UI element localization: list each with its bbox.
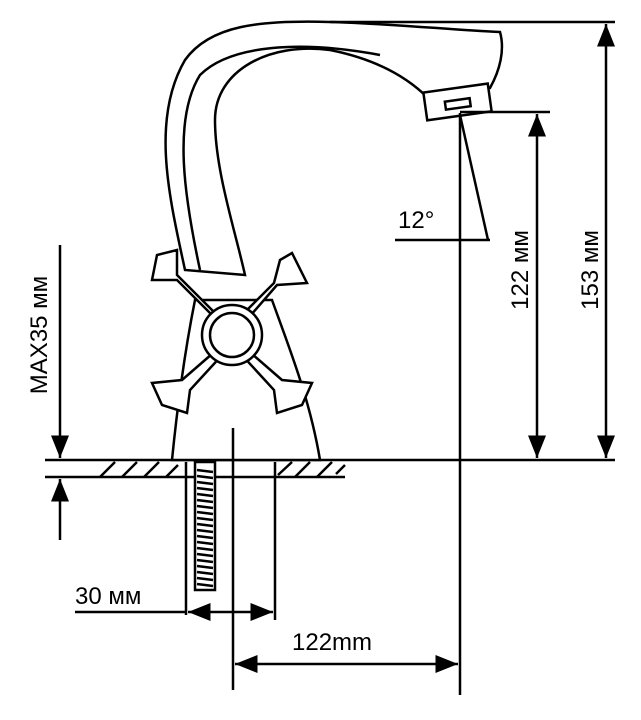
bolt-thread <box>196 480 214 486</box>
spout <box>164 20 504 277</box>
bolt-thread <box>196 564 214 570</box>
bolt-thread <box>196 570 214 576</box>
bolt-thread <box>196 576 214 582</box>
mounting-bolt <box>193 460 217 592</box>
hole-diameter-label: 30 мм <box>75 583 141 610</box>
bolt-thread <box>196 468 214 474</box>
bolt-thread <box>196 558 214 564</box>
aerator-outlet <box>443 96 473 112</box>
spout-height-label: 122 мм <box>507 230 534 310</box>
spout-highlight <box>182 45 381 271</box>
angle-label: 12° <box>398 207 434 234</box>
cross-handles <box>150 248 314 415</box>
bolt-thread <box>196 492 214 498</box>
max-thickness-label: MAX35 мм <box>26 276 53 394</box>
bolt-thread <box>196 486 214 492</box>
countertop <box>45 458 615 479</box>
bolt-thread <box>196 522 214 528</box>
bolt-thread <box>196 516 214 522</box>
angle-line <box>458 114 490 241</box>
total-height-label: 153 мм <box>577 230 604 310</box>
bolt-thread <box>196 510 214 516</box>
bolt-thread <box>196 582 214 588</box>
bolt-thread <box>196 528 214 534</box>
bolt-thread <box>196 474 214 480</box>
countertop-hatching <box>99 461 346 478</box>
bolt-thread <box>196 498 214 504</box>
bolt-thread <box>196 546 214 552</box>
bolt-thread <box>196 540 214 546</box>
bolt-thread <box>196 552 214 558</box>
bolt-thread <box>196 534 214 540</box>
spout-reach-label: 122mm <box>292 629 372 656</box>
bolt-thread <box>196 504 214 510</box>
